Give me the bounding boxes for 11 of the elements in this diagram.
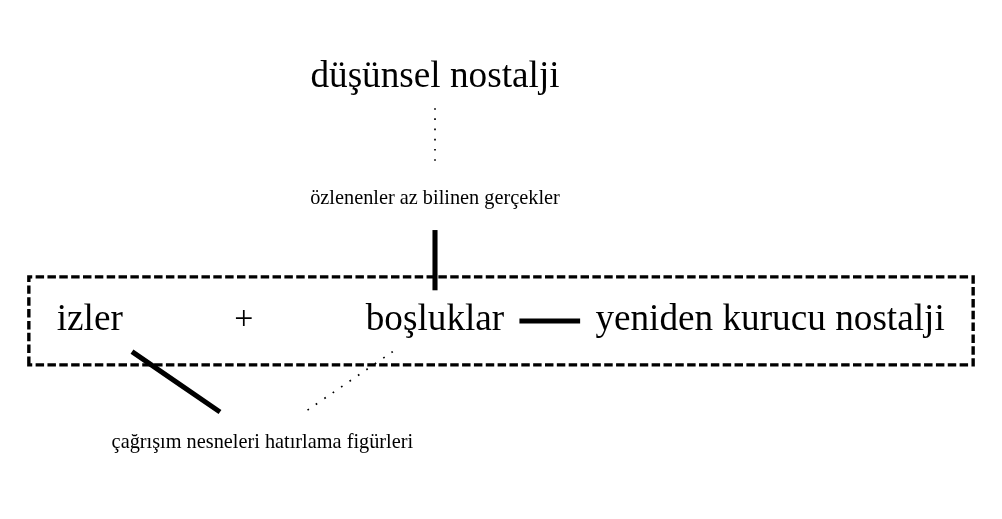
node-text: izler — [56, 296, 123, 338]
node-text: özlenenler az bilinen gerçekler — [310, 185, 560, 208]
label: + — [234, 298, 254, 336]
connector — [519, 317, 581, 323]
node-text: boşluklar — [365, 296, 505, 338]
node-text: çağrışım nesneleri hatırlama figürleri — [111, 429, 414, 452]
connector — [130, 349, 222, 414]
node-text: düşünsel nostalji — [310, 53, 560, 95]
connector — [432, 229, 438, 290]
node-text: yeniden kurucu nostalji — [595, 296, 945, 338]
cluster — [27, 274, 975, 367]
